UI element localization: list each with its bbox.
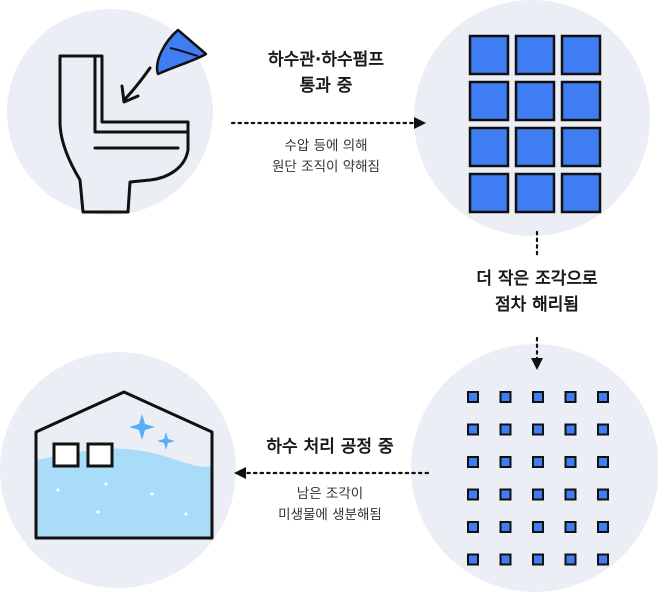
fabric-fragment (467, 488, 479, 501)
fabric-fragment (597, 456, 609, 468)
sparkle-icon (129, 414, 155, 440)
particle (96, 510, 100, 514)
fabric-fragment (597, 553, 609, 566)
toilet-with-wipe-icon (58, 54, 190, 214)
fabric-piece (514, 80, 556, 122)
fabric-fragment (564, 456, 577, 468)
drop-arrow-head (120, 84, 140, 104)
fabric-piece (514, 172, 556, 214)
fabric-grid-small-icon (467, 391, 609, 566)
fabric-fragment (499, 521, 512, 533)
step1-desc-line: 수압 등에 의해 (284, 138, 368, 154)
particle (184, 512, 188, 516)
fabric-fragment (564, 553, 577, 566)
step3-title-line: 하수 처리 공정 중 (266, 437, 394, 457)
fabric-fragment (564, 488, 577, 501)
fabric-fragment (467, 423, 479, 436)
fabric-fragment (532, 456, 544, 468)
fabric-fragment (532, 391, 544, 403)
fabric-piece (514, 34, 556, 76)
fabric-fragment (532, 488, 544, 501)
arrow-left (234, 467, 430, 479)
step1-description: 수압 등에 의해 원단 조직이 약해짐 (236, 136, 416, 178)
particle (150, 492, 154, 496)
fabric-fragment (597, 488, 609, 501)
fabric-fragment (532, 423, 544, 436)
wipe-fold (169, 47, 199, 57)
fabric-fragment (597, 391, 609, 403)
step1-title-line: 통과 중 (299, 76, 353, 97)
fabric-piece (468, 126, 510, 168)
sparkle-icon-small (157, 432, 175, 450)
toilet-seat (58, 120, 190, 214)
fabric-fragment (499, 391, 512, 403)
wipe-icon (120, 28, 208, 104)
arrow-right (230, 117, 426, 129)
fabric-piece (560, 34, 602, 76)
step2-title: 더 작은 조각으로 점차 해리됨 (440, 266, 634, 319)
step1-title-line: 하수관·하수펌프 (268, 50, 384, 70)
fabric-fragment (499, 423, 512, 436)
fabric-fragment (564, 521, 577, 533)
step1-title: 하수관·하수펌프 통과 중 (236, 47, 416, 100)
step2-title-line: 점차 해리됨 (494, 295, 580, 316)
fabric-fragment (499, 553, 512, 566)
step3-desc-line: 미생물에 생분해됨 (278, 506, 382, 523)
tank-window-left (52, 442, 80, 468)
fabric-piece (514, 126, 556, 168)
fabric-grid-large-icon (468, 34, 602, 214)
fabric-fragment (467, 553, 479, 566)
step3-description: 남은 조각이 미생물에 생분해됨 (240, 484, 420, 526)
fabric-fragment (532, 521, 544, 533)
step2-title-line: 더 작은 조각으로 (476, 269, 598, 289)
step1-desc-line: 원단 조직이 약해짐 (272, 158, 380, 175)
fabric-fragment (499, 456, 512, 468)
step3-desc-line: 남은 조각이 (296, 486, 364, 502)
fabric-piece (468, 172, 510, 214)
fabric-fragment (532, 553, 544, 566)
drop-arrow (122, 66, 152, 102)
fabric-fragment (597, 423, 609, 436)
tank-outline (34, 390, 214, 540)
fabric-fragment (597, 521, 609, 533)
fabric-piece (468, 80, 510, 122)
step3-title: 하수 처리 공정 중 (240, 434, 420, 460)
treatment-tank-icon (34, 390, 214, 540)
particle (104, 482, 108, 486)
fabric-piece (560, 172, 602, 214)
fabric-fragment (467, 456, 479, 468)
tank-water (36, 448, 212, 538)
fabric-fragment (467, 521, 479, 533)
fabric-fragment (467, 391, 479, 403)
fabric-fragment (564, 423, 577, 436)
fabric-piece (468, 34, 510, 76)
arrow-down (531, 230, 543, 370)
fabric-piece (560, 80, 602, 122)
fabric-fragment (499, 488, 512, 501)
tank-window-right (86, 442, 114, 468)
particle (56, 488, 60, 492)
fabric-piece (560, 126, 602, 168)
fabric-fragment (564, 391, 577, 403)
